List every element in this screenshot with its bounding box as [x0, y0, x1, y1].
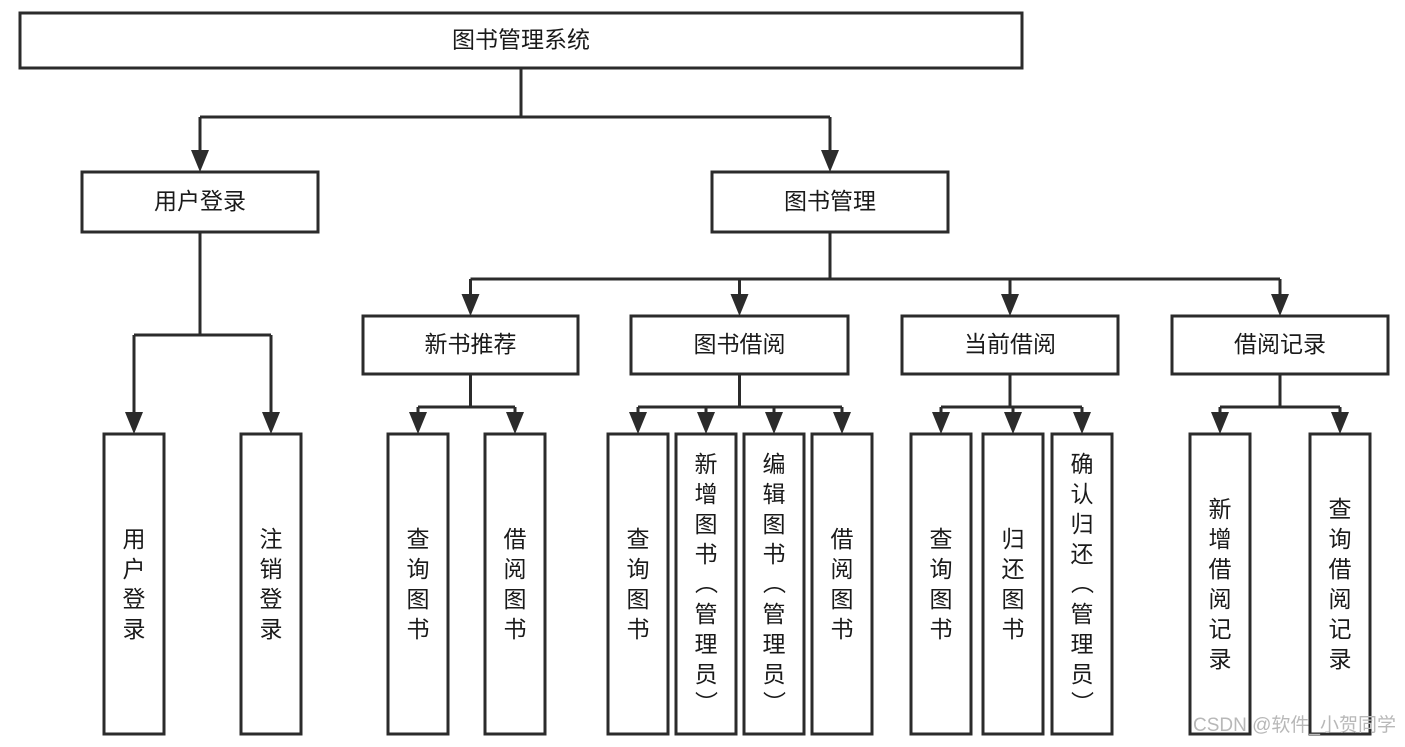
- node-leaf-借阅图书[interactable]: 借阅图书: [483, 432, 547, 736]
- connector-layer: [125, 68, 1349, 434]
- arrow-head-icon: [932, 412, 950, 434]
- arrow-head-icon: [730, 294, 749, 316]
- node-box: [1188, 432, 1252, 736]
- arrow-head-icon: [461, 294, 480, 316]
- node-leaf-用户登录[interactable]: 用户登录: [102, 432, 166, 736]
- node-label: 查询借阅记录: [1329, 496, 1352, 672]
- node-label: 注销登录: [260, 526, 283, 642]
- node-box: [18, 11, 1024, 70]
- node-box: [1308, 432, 1372, 736]
- arrow-head-icon: [1331, 412, 1349, 434]
- arrow-head-icon: [1004, 412, 1022, 434]
- arrow-head-icon: [1271, 294, 1289, 316]
- arrow-head-icon: [833, 412, 851, 434]
- node-level2-图书管理[interactable]: 图书管理: [710, 170, 950, 234]
- arrow-head-icon: [125, 412, 143, 434]
- node-label: 查询图书: [407, 526, 430, 642]
- node-root-图书管理系统[interactable]: 图书管理系统: [18, 11, 1024, 70]
- node-box: [710, 170, 950, 234]
- node-label: 图书管理系统: [452, 27, 590, 53]
- node-label: 借阅图书: [831, 526, 854, 642]
- node-box: [810, 432, 874, 736]
- node-box: [1170, 314, 1390, 376]
- node-label: 归还图书: [1002, 526, 1025, 642]
- node-box: [909, 432, 973, 736]
- node-leaf-借阅图书[interactable]: 借阅图书: [810, 432, 874, 736]
- node-leaf-查询借阅记录[interactable]: 查询借阅记录: [1308, 432, 1372, 736]
- node-box: [674, 432, 738, 736]
- node-leaf-新增图书管理员[interactable]: 新增图书（管理员）: [674, 432, 738, 736]
- node-leaf-新增借阅记录[interactable]: 新增借阅记录: [1188, 432, 1252, 736]
- node-box: [239, 432, 303, 736]
- node-layer: 图书管理系统用户登录图书管理用户登录注销登录新书推荐图书借阅当前借阅借阅记录查询…: [18, 11, 1390, 736]
- arrow-head-icon: [629, 412, 647, 434]
- node-box: [386, 432, 450, 736]
- node-level3-新书推荐[interactable]: 新书推荐: [361, 314, 580, 376]
- node-label: 用户登录: [123, 526, 146, 642]
- node-label: 当前借阅: [964, 331, 1056, 357]
- node-box: [742, 432, 806, 736]
- node-box: [900, 314, 1120, 376]
- node-label: 用户登录: [154, 188, 246, 214]
- node-label: 查询图书: [627, 526, 650, 642]
- node-box: [361, 314, 580, 376]
- node-box: [102, 432, 166, 736]
- node-level2-用户登录[interactable]: 用户登录: [80, 170, 320, 234]
- node-leaf-查询图书[interactable]: 查询图书: [386, 432, 450, 736]
- arrow-head-icon: [1073, 412, 1091, 434]
- node-level3-当前借阅[interactable]: 当前借阅: [900, 314, 1120, 376]
- csdn-watermark: CSDN @软件_小贺同学: [1193, 714, 1396, 736]
- arrow-head-icon: [697, 412, 715, 434]
- node-leaf-注销登录[interactable]: 注销登录: [239, 432, 303, 736]
- node-label: 编辑图书（管理员）: [763, 451, 787, 717]
- arrow-head-icon: [262, 412, 280, 434]
- node-box: [80, 170, 320, 234]
- node-level3-借阅记录[interactable]: 借阅记录: [1170, 314, 1390, 376]
- node-leaf-查询图书[interactable]: 查询图书: [606, 432, 670, 736]
- node-leaf-归还图书[interactable]: 归还图书: [981, 432, 1045, 736]
- node-box: [1050, 432, 1114, 736]
- node-leaf-编辑图书管理员[interactable]: 编辑图书（管理员）: [742, 432, 806, 736]
- node-label: 图书管理: [784, 188, 876, 214]
- node-label: 确认归还（管理员）: [1071, 451, 1095, 717]
- arrow-head-icon: [191, 150, 209, 172]
- node-label: 借阅图书: [504, 526, 527, 642]
- node-box: [483, 432, 547, 736]
- node-box: [606, 432, 670, 736]
- node-label: 图书借阅: [694, 331, 786, 357]
- arrow-head-icon: [821, 150, 839, 172]
- arrow-head-icon: [765, 412, 783, 434]
- node-level3-图书借阅[interactable]: 图书借阅: [629, 314, 850, 376]
- arrow-head-icon: [506, 412, 524, 434]
- arrow-head-icon: [1001, 294, 1019, 316]
- node-label: 查询图书: [930, 526, 953, 642]
- node-leaf-查询图书[interactable]: 查询图书: [909, 432, 973, 736]
- node-label: 新增借阅记录: [1209, 496, 1232, 672]
- node-label: 新书推荐: [425, 331, 517, 357]
- arrow-head-icon: [409, 412, 427, 434]
- node-leaf-确认归还管理员[interactable]: 确认归还（管理员）: [1050, 432, 1114, 736]
- arrow-head-icon: [1211, 412, 1229, 434]
- node-label: 借阅记录: [1234, 331, 1326, 357]
- node-label: 新增图书（管理员）: [695, 451, 719, 717]
- node-box: [629, 314, 850, 376]
- node-box: [981, 432, 1045, 736]
